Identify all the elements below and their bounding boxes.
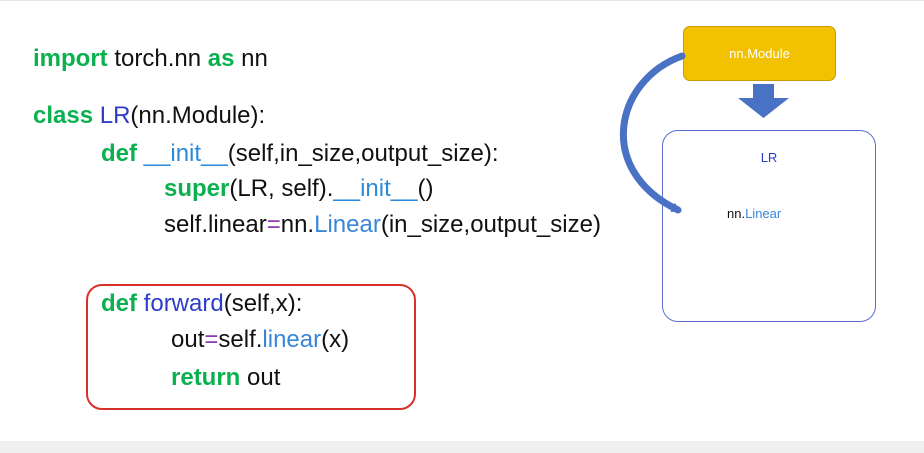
keyword-def: def xyxy=(101,140,137,167)
return-value: out xyxy=(240,364,281,391)
linear-call-args: (x) xyxy=(321,326,350,353)
nn-module-box: nn.Module xyxy=(683,26,836,81)
forward-params: (self,x): xyxy=(223,290,303,317)
nn-prefix: nn. xyxy=(280,211,315,238)
code-line-import: import torch.nn as nn xyxy=(33,45,268,73)
self-dot: self. xyxy=(218,326,263,353)
forward-highlight-box xyxy=(86,284,416,410)
linear-class: Linear xyxy=(314,211,381,238)
keyword-super: super xyxy=(164,175,230,202)
forward-method-name: forward xyxy=(143,290,224,317)
super-init: __init__ xyxy=(333,175,418,202)
assign-operator: = xyxy=(266,211,281,238)
code-line-def-init: def __init__(self,in_size,output_size): xyxy=(101,140,499,168)
bottom-bar xyxy=(0,441,924,453)
keyword-as: as xyxy=(207,45,235,72)
code-line-out: out=self.linear(x) xyxy=(171,326,349,354)
self-linear-attr: self.linear xyxy=(164,211,267,238)
super-args: (LR, self). xyxy=(229,175,334,202)
top-divider xyxy=(0,0,924,1)
code-line-self-linear: self.linear=nn.Linear(in_size,output_siz… xyxy=(164,211,601,239)
nn-linear-name: Linear xyxy=(745,206,782,221)
class-base: (nn.Module): xyxy=(130,102,266,129)
curved-arrow xyxy=(620,52,686,214)
code-line-def-forward: def forward(self,x): xyxy=(101,290,302,318)
linear-args: (in_size,output_size) xyxy=(380,211,601,238)
keyword-return: return xyxy=(171,364,241,391)
lr-class-box: LR nn.Linear xyxy=(662,130,876,322)
assign-operator-out: = xyxy=(204,326,219,353)
lr-box-title: LR xyxy=(760,150,778,165)
nn-module-label: nn.Module xyxy=(729,46,790,61)
code-line-return: return out xyxy=(171,364,280,392)
code-line-super: super(LR, self).__init__() xyxy=(164,175,433,203)
code-line-class: class LR(nn.Module): xyxy=(33,102,265,130)
module-name: torch.nn xyxy=(107,45,208,72)
linear-call: linear xyxy=(262,326,322,353)
init-method-name: __init__ xyxy=(143,140,228,167)
super-tail: () xyxy=(417,175,434,202)
keyword-def-forward: def xyxy=(101,290,137,317)
out-var: out xyxy=(171,326,205,353)
nn-linear-prefix: nn. xyxy=(727,206,746,221)
down-block-arrow xyxy=(738,84,789,118)
keyword-import: import xyxy=(33,45,108,72)
class-name: LR xyxy=(99,102,131,129)
module-alias: nn xyxy=(234,45,268,72)
keyword-class: class xyxy=(33,102,94,129)
init-params: (self,in_size,output_size): xyxy=(227,140,499,167)
nn-linear-label: nn.Linear xyxy=(727,206,781,221)
